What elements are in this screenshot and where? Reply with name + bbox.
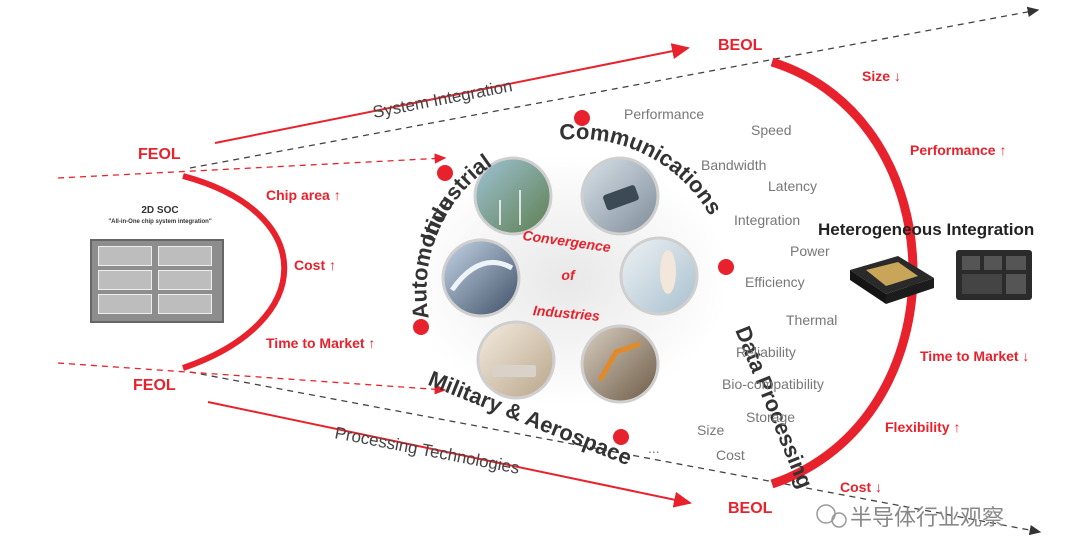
attr-reliability: Reliability xyxy=(736,344,796,360)
attr-power: Power xyxy=(790,243,830,259)
dashed-line-bottom-to-beol xyxy=(189,371,1042,536)
attr-cost: Cost xyxy=(716,447,745,463)
ring-dot xyxy=(437,165,453,181)
watermark-text: 半导体行业观察 xyxy=(850,505,1005,530)
convergence-line3: Industries xyxy=(532,302,600,324)
dashed-red-line-bottom xyxy=(57,362,447,395)
attr-thermal: Thermal xyxy=(786,312,838,328)
system-integration-label: System Integration xyxy=(371,76,514,122)
heterogeneous-chip-images xyxy=(838,240,1076,320)
hologram-image xyxy=(619,236,699,316)
attr-integration: Integration xyxy=(734,212,801,228)
attr-performance: Performance xyxy=(624,106,705,122)
industry-image-circles xyxy=(441,156,699,404)
attr-bandwidth: Bandwidth xyxy=(701,157,767,173)
beol-top-label: BEOL xyxy=(718,37,763,54)
ring-dot xyxy=(718,259,734,275)
soc-subtitle: "All-in-One chip system integration" xyxy=(108,219,212,225)
car-image xyxy=(441,238,521,318)
attr-ellipsis: ... xyxy=(648,440,660,456)
robot-arm-image xyxy=(580,324,660,404)
ring-dot xyxy=(574,110,590,126)
processing-technologies-arrow xyxy=(207,401,692,508)
left-cost: Cost ↑ xyxy=(294,257,336,273)
right-cost: Cost ↓ xyxy=(840,479,882,495)
wind-farm-image xyxy=(473,156,553,236)
feol-arc xyxy=(182,173,288,371)
left-time-to-market: Time to Market ↑ xyxy=(266,335,376,351)
ring-dot xyxy=(413,319,429,335)
soc-chip-graphic xyxy=(90,239,224,323)
right-performance: Performance ↑ xyxy=(910,142,1007,158)
attr-efficiency: Efficiency xyxy=(745,274,805,290)
dashed-line-top-to-beol xyxy=(189,6,1040,169)
attr-latency: Latency xyxy=(768,178,818,194)
right-time-to-market: Time to Market ↓ xyxy=(920,348,1030,364)
right-size: Size ↓ xyxy=(862,68,901,84)
wechat-icon xyxy=(816,504,847,528)
heterogeneous-integration-title: Heterogeneous Integration xyxy=(818,220,1035,239)
beol-bottom-label: BEOL xyxy=(728,500,773,517)
laptop-image xyxy=(476,320,556,400)
left-chip-area: Chip area ↑ xyxy=(266,187,341,203)
convergence-line2: of xyxy=(561,267,576,283)
ring-dot xyxy=(613,429,629,445)
feol-top-label: FEOL xyxy=(138,146,181,163)
attr-storage: Storage xyxy=(746,409,796,425)
feol-bottom-label: FEOL xyxy=(133,377,176,394)
dashed-red-line-top xyxy=(57,153,447,179)
attr-size: Size xyxy=(697,422,725,438)
attr-bio-compatibility: Bio-compatibility xyxy=(722,376,824,392)
soc-title: 2D SOC xyxy=(141,205,179,216)
system-integration-arrow xyxy=(214,43,690,144)
chip-package-graphics xyxy=(850,250,1032,304)
soc-illustration: 2D SOC "All-in-One chip system integrati… xyxy=(62,205,258,331)
attr-speed: Speed xyxy=(751,122,792,138)
processing-technologies-label: Processing Technologies xyxy=(333,423,521,477)
right-flexibility: Flexibility ↑ xyxy=(885,419,961,435)
